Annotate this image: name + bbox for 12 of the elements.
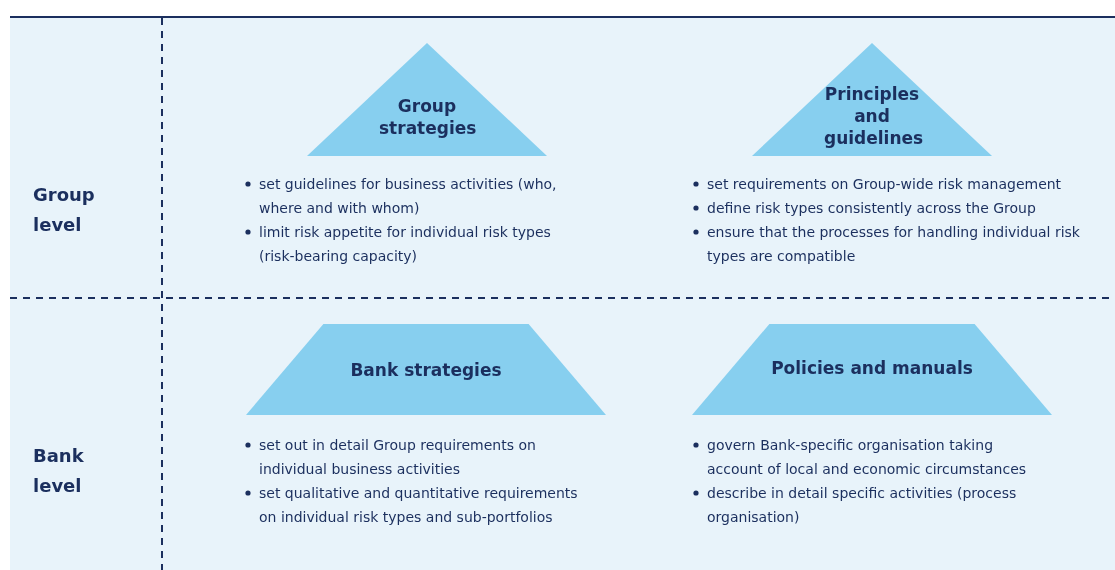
heading-text: Group strategies	[379, 95, 475, 139]
bullet-text: describe in detail specific activities (process organisation)	[707, 485, 1017, 525]
heading-text: Bank strategies	[349, 359, 503, 381]
bullet-text: set requirements on Group-wide risk management	[707, 176, 1062, 192]
heading-text: Policies and manuals	[770, 357, 974, 379]
bullet-text: define risk types consistently across the Group	[707, 200, 1036, 216]
bullet-text: set guidelines for business activities (who, where and with whom)	[259, 176, 557, 216]
bullet-text: set qualitative and quantitative requirements on individual risk types and sub-portfolios	[259, 485, 578, 525]
bullet-text: limit risk appetite for individual risk types (risk-bearing capacity)	[259, 224, 551, 264]
row-label: Bank level	[33, 444, 85, 498]
row-label: Group level	[33, 183, 96, 237]
bullet-text: ensure that the processes for handling individual risk types are compatible	[707, 224, 1080, 264]
